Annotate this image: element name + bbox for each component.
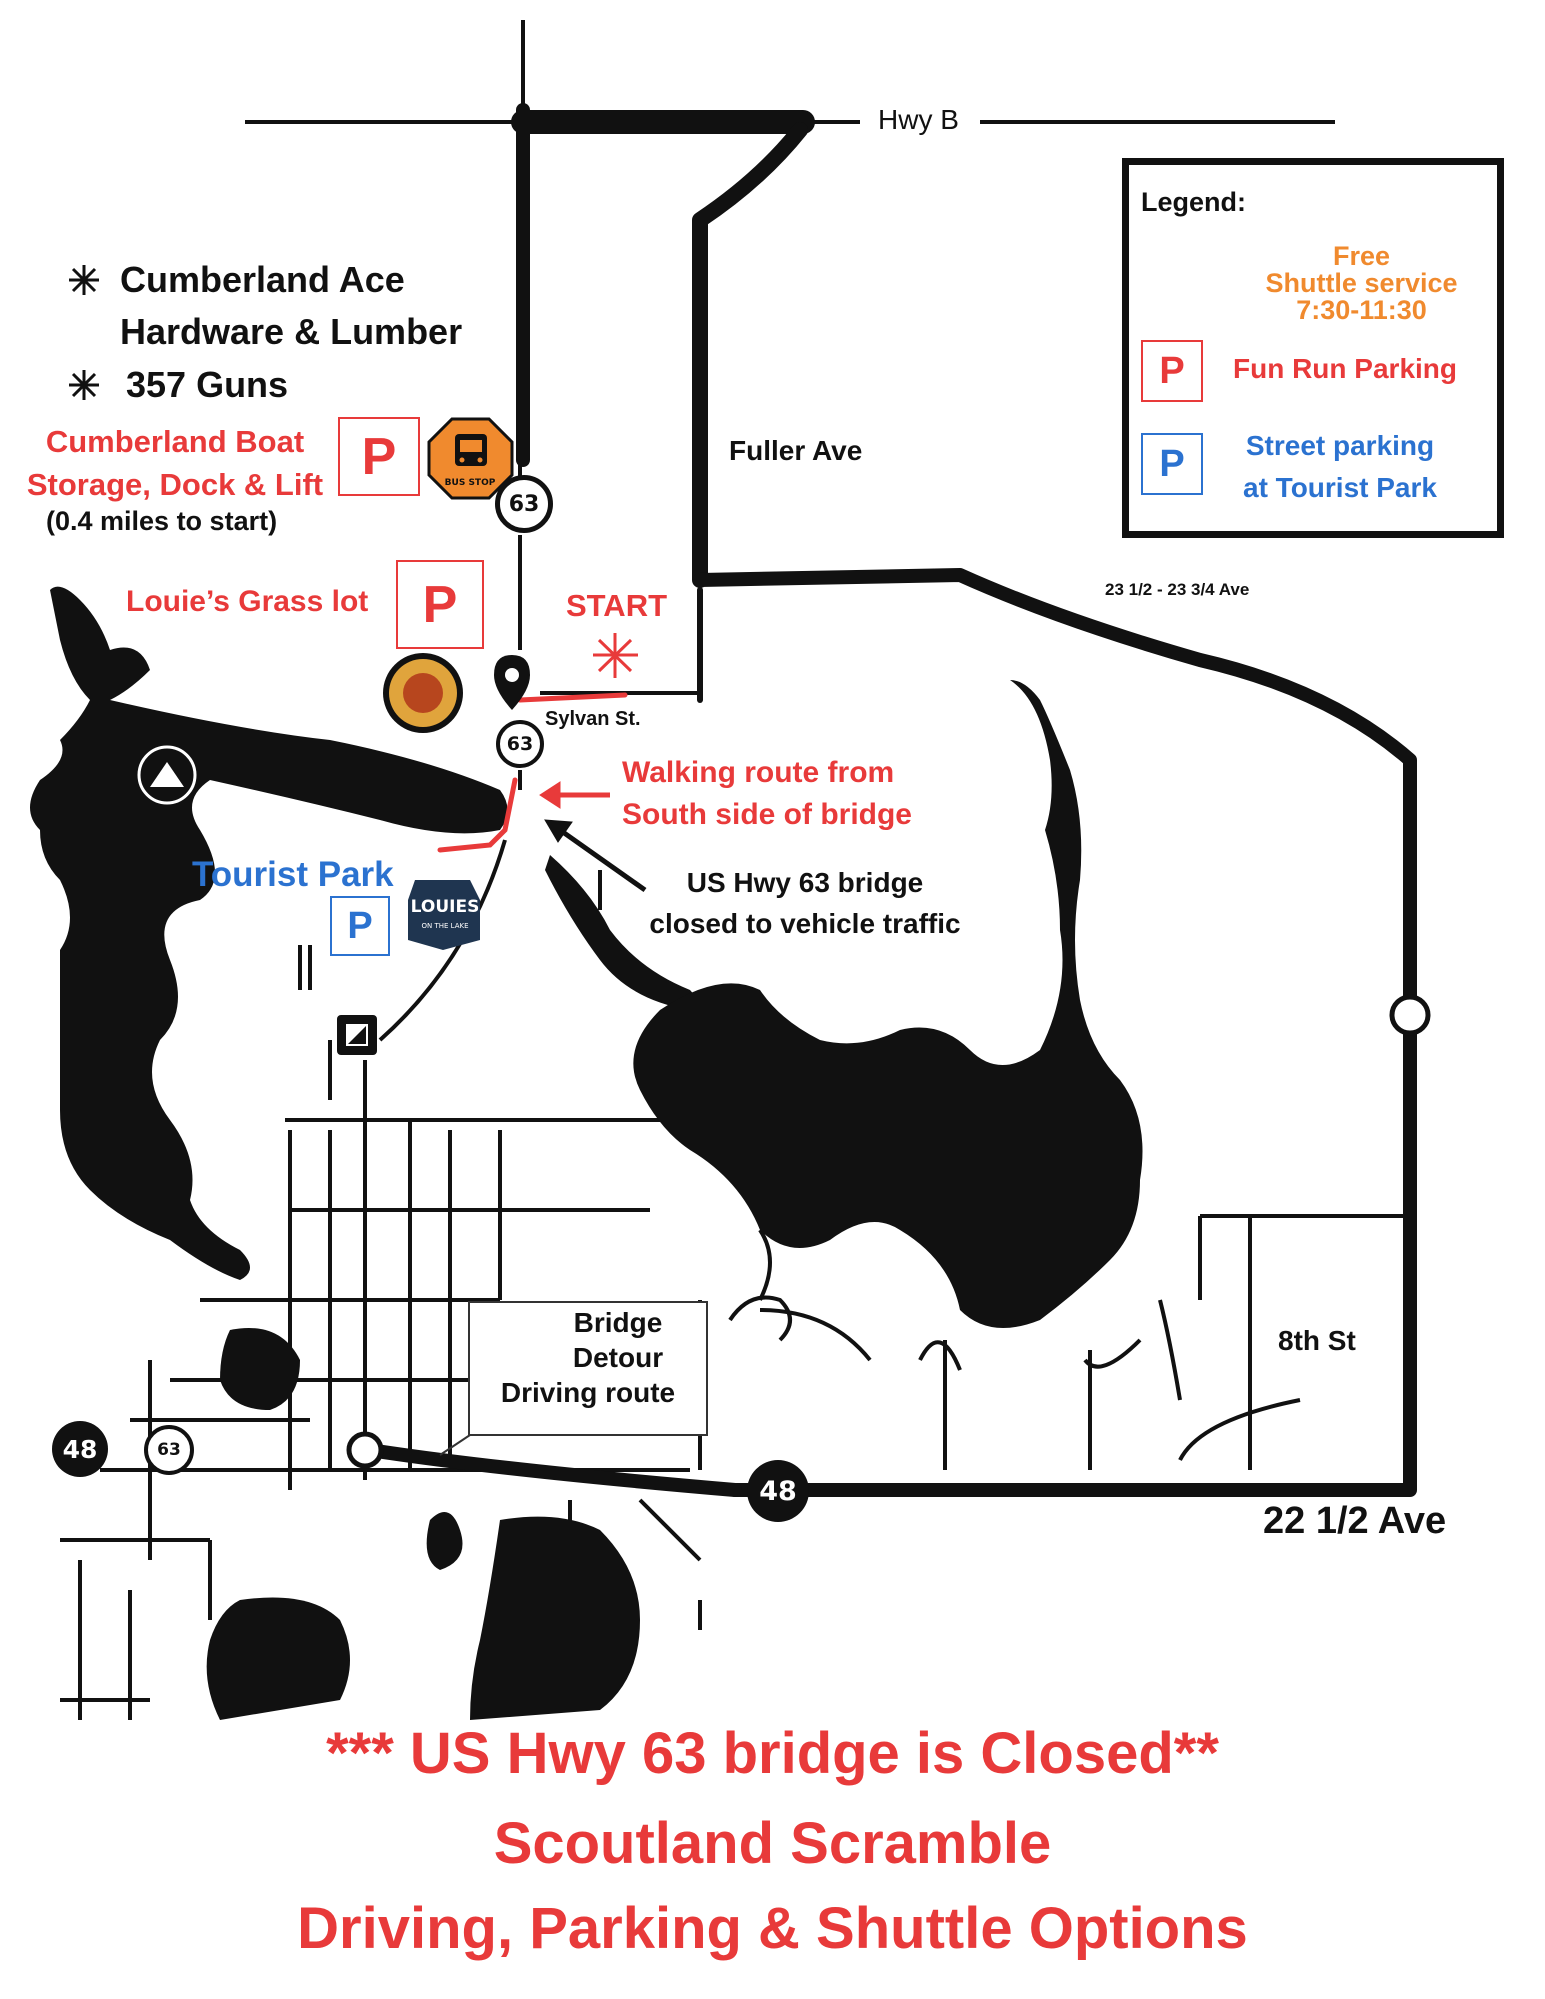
boat-distance-label: (0.4 miles to start) [46,506,278,536]
start-label: START [566,588,668,623]
fuller-ave-label: Fuller Ave [729,435,863,466]
legend-box: Legend: Free Shuttle service 7:30-11:30 … [1122,158,1504,538]
bridge-arrow [544,819,647,893]
boat-storage-line2: Storage, Dock & Lift [26,467,324,502]
asterisk-bullet-icon [69,265,99,400]
walking-route-line1: Walking route from [622,756,895,789]
detour-line3: Driving route [500,1377,676,1408]
walking-route-line2: South side of bridge [622,798,912,831]
hwy-63-shield-mid: 63 [496,720,544,768]
hwy-63-shield-north: 63 [495,475,553,533]
bridge-arm [545,855,695,1010]
guns-label: 357 Guns [126,364,289,405]
legend-fun-run-label: Fun Run Parking [1233,353,1457,384]
bridge-closed-line1: US Hwy 63 bridge [686,867,924,898]
small-lake-4 [206,1597,350,1720]
hwy-b-label: Hwy B [868,104,969,137]
bridge-closed-label: US Hwy 63 bridge closed to vehicle traff… [625,862,985,944]
louies-river-logo [383,653,463,733]
boat-storage-label: Cumberland Boat Storage, Dock & Lift [20,420,330,506]
ace-hardware-line1: Cumberland Ace [120,259,405,300]
footer-line1: *** US Hwy 63 bridge is Closed** [326,1721,1219,1786]
louies-grass-label: Louie’s Grass lot [126,585,369,618]
ace-hardware-label: Cumberland Ace Hardware & Lumber [120,254,462,358]
eighth-st-label: 8th St [1278,1325,1356,1356]
walking-route [437,692,628,853]
legend-street-parking-sign: P [1141,433,1203,495]
bus-stop-text: BUS STOP [445,478,496,488]
small-lake-2 [470,1516,640,1720]
legend-shuttle-line3: 7:30-11:30 [1296,295,1427,325]
legend-fun-run-parking-sign: P [1141,340,1203,402]
legend-street-line1: Street parking [1245,430,1435,461]
louies-logo-subtext: ON THE LAKE [421,922,468,930]
small-lake-3 [426,1512,463,1570]
walking-route-label: Walking route from South side of bridge [622,752,912,836]
road-circle-east [1389,994,1431,1036]
legend-shuttle-line1: Free [1332,241,1391,271]
detour-label: Bridge Detour Driving route [478,1305,698,1410]
footer-line3: Driving, Parking & Shuttle Options [297,1896,1248,1961]
boat-storage-line1: Cumberland Boat [45,424,305,459]
bus-stop-icon: BUS STOP [427,417,514,500]
legend-street-line2: at Tourist Park [1243,472,1437,503]
bridge-closed-line2: closed to vehicle traffic [649,908,961,939]
legend-shuttle-line2: Shuttle service [1265,268,1458,298]
legend-street-parking-label: Street parking at Tourist Park [1224,425,1456,509]
legend-title: Legend: [1141,187,1246,217]
ave-22-label: 22 1/2 Ave [1263,1500,1447,1542]
small-lake-1 [220,1328,300,1410]
detour-line1: Bridge [573,1307,663,1338]
road-circle-town [346,1431,384,1469]
footer-line2: Scoutland Scramble [493,1811,1052,1876]
detour-line2: Detour [572,1342,664,1373]
hwy-63-shield-west: 63 [144,1425,194,1475]
louies-parking-sign: P [396,560,484,649]
lakes [30,586,1143,1720]
tourist-park-label: Tourist Park [192,855,394,894]
hwy-48-shield-west: 48 [52,1421,108,1477]
start-star-icon [593,633,638,678]
detour-callout [439,1434,471,1456]
detour-roads [363,103,1417,1497]
tourist-park-parking-sign: P [330,896,390,956]
location-pin-icon [494,655,530,710]
hwy-48-shield-east: 48 [747,1460,809,1522]
boat-parking-sign: P [338,417,420,496]
detour-callout-box [468,1301,708,1436]
boat-launch-icon [337,1015,377,1055]
louies-lake-logo: LOUIES ON THE LAKE [408,880,480,950]
louies-logo-text: LOUIES [411,897,480,917]
ave-23-label: 23 1/2 - 23 3/4 Ave [1105,580,1250,599]
beaver-dam-lake-east [633,680,1143,1328]
legend-shuttle-label: Free Shuttle service 7:30-11:30 [1229,243,1494,324]
ace-hardware-line2: Hardware & Lumber [120,311,463,352]
campground-icon [137,745,197,805]
walking-arrow [539,781,610,809]
sylvan-st-label: Sylvan St. [545,708,641,730]
